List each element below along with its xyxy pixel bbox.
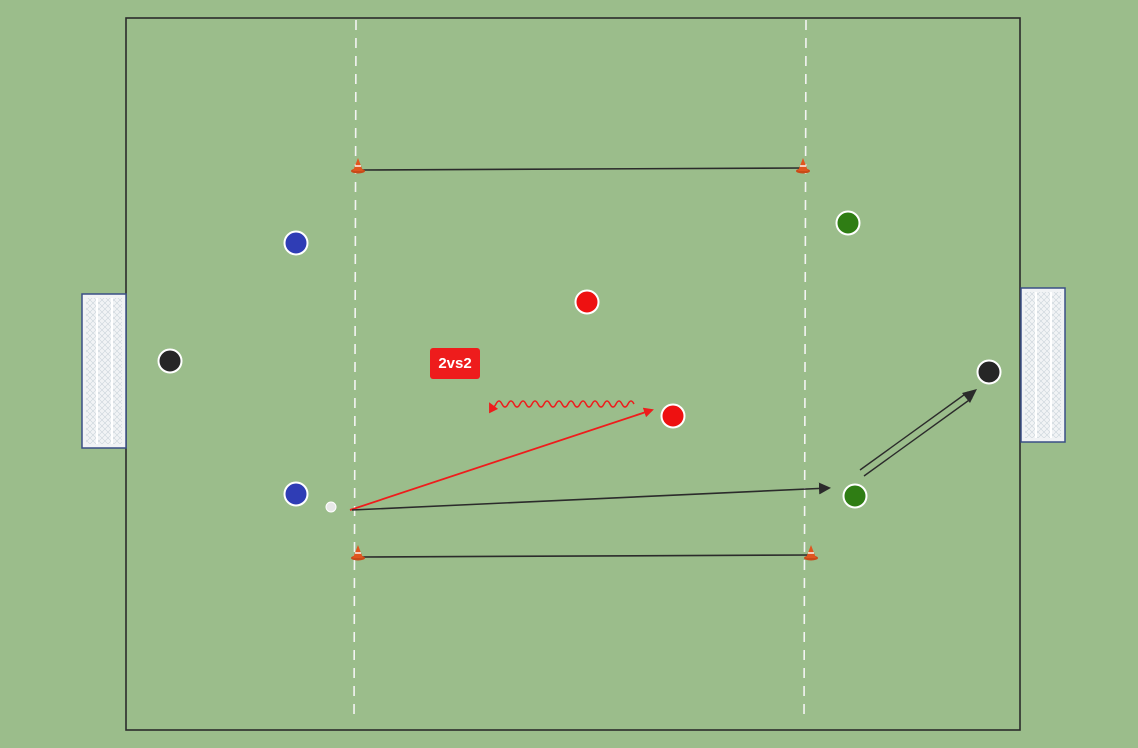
cone-icon bbox=[796, 158, 810, 174]
player-blue-top bbox=[283, 230, 309, 256]
zone-line-right bbox=[803, 19, 807, 723]
shot-line bbox=[859, 389, 977, 477]
ball-icon bbox=[325, 501, 337, 513]
drill-label-text: 2vs2 bbox=[438, 355, 472, 372]
goal-icon bbox=[81, 293, 127, 449]
cone-icon bbox=[351, 158, 365, 174]
cone-icon bbox=[351, 545, 365, 561]
pass-line-red bbox=[349, 407, 654, 511]
cone-icon bbox=[804, 545, 818, 561]
dribble-line bbox=[489, 400, 635, 414]
cone-line-bottom bbox=[357, 554, 812, 558]
cone-line-top bbox=[357, 167, 804, 171]
player-red-top bbox=[574, 289, 600, 315]
zone-line-left bbox=[353, 19, 357, 723]
player-green-bottom bbox=[842, 483, 868, 509]
goalkeeper-right bbox=[976, 359, 1002, 385]
player-blue-bottom bbox=[283, 481, 309, 507]
drill-label-badge: 2vs2 bbox=[430, 348, 480, 379]
goal-icon bbox=[1020, 287, 1066, 443]
player-red-bottom bbox=[660, 403, 686, 429]
player-green-top bbox=[835, 210, 861, 236]
goalkeeper-left bbox=[157, 348, 183, 374]
pass-line-dark bbox=[351, 482, 831, 511]
